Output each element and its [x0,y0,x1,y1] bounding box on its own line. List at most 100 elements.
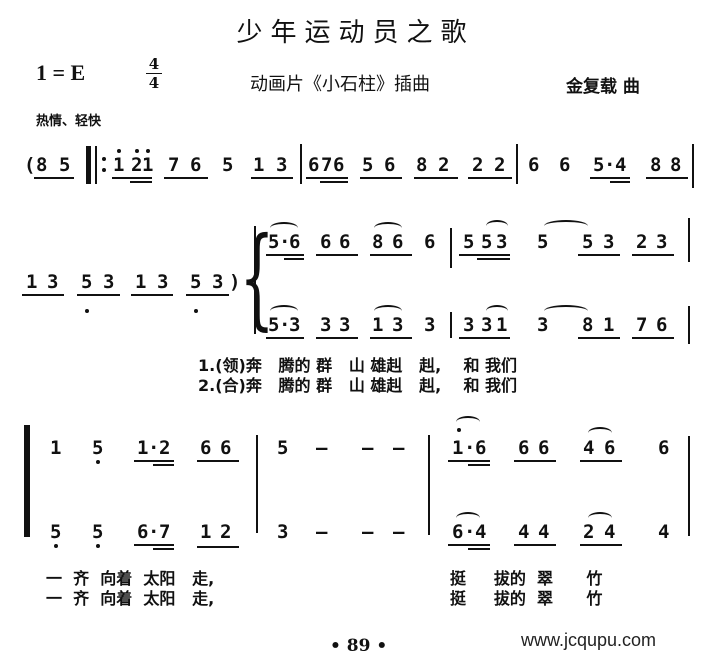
note: 5 [362,154,374,176]
repeat-start-barline [86,146,91,184]
note: 1 [253,154,265,176]
note: 6 [559,154,571,176]
note: 3 [656,231,668,253]
close-paren: ) [229,271,241,293]
note: 8 [650,154,662,176]
note-dot: · [464,437,476,459]
note: 4 [475,521,487,543]
key-signature: 1 = E [36,60,86,85]
note: 4 [583,437,595,459]
composer: 金复载 曲 [566,77,640,97]
note: 5 [92,521,104,543]
note: 5 [59,154,71,176]
note: 8 [582,314,594,336]
note: 7 [168,154,180,176]
note: 6 [604,437,616,459]
note: 6 [538,437,550,459]
note: 6 [424,231,436,253]
dash: — [316,521,328,543]
note: 5 [92,437,104,459]
note: 8 [670,154,682,176]
dash: — [316,437,328,459]
note: 3 [276,154,288,176]
note: 5 [268,231,280,253]
time-bottom: 4 [148,74,160,92]
note: 6 [308,154,320,176]
note: 4 [615,154,627,176]
note: 1 [50,437,62,459]
note: 1 [113,154,125,176]
note: 5 [50,521,62,543]
note: 3 [103,271,115,293]
note: 5 [481,231,493,253]
dash: — [362,521,374,543]
note: 1 [137,437,149,459]
note: 5 [537,231,549,253]
note: 1 [496,314,508,336]
note: 2 [494,154,506,176]
note: 5 [222,154,234,176]
note: 1 [372,314,384,336]
note: 6 [384,154,396,176]
note: 4 [604,521,616,543]
note: 2 [438,154,450,176]
note: 7 [636,314,648,336]
time-signature: 4 4 [146,56,162,91]
note: · [604,154,616,176]
song-title: 少年运动员之歌 [236,18,475,48]
note: 6 [392,231,404,253]
note: 2 [131,154,143,176]
note: 1 [452,437,464,459]
note: 8 [372,231,384,253]
dash: — [393,521,405,543]
note: 6 [289,231,301,253]
note: 3 [481,314,493,336]
note: 3 [339,314,351,336]
note: 1 [142,154,154,176]
note: 3 [47,271,59,293]
tempo-marking: 热情、轻快 [36,114,102,129]
note: 3 [496,231,508,253]
note: 2 [159,437,171,459]
note: 3 [424,314,436,336]
lyrics-verse-2: 2.(合)奔 腾的 群 山 雄赳 赳, 和 我们 [198,376,518,395]
note: 3 [463,314,475,336]
note-dot: · [464,521,476,543]
brace: { [239,213,275,341]
watermark: www.jcqupu.com [521,630,657,650]
page-number: • 89 • [330,636,388,656]
note: 5 [190,271,202,293]
note: 8 [36,154,48,176]
note: 3 [289,314,301,336]
note: 7 [159,521,171,543]
note: 5 [81,271,93,293]
note: 4 [518,521,530,543]
note: 1 [200,521,212,543]
note: 6 [320,231,332,253]
note: 8 [416,154,428,176]
lyrics-verse-1: 1.(领)奔 腾的 群 山 雄赳 赳, 和 我们 [198,356,518,375]
note: 3 [603,231,615,253]
note: 6 [200,437,212,459]
note: 6 [475,437,487,459]
note: 4 [658,521,670,543]
lyrics-verse-1-right: 挺 拔的 翠 竹 [450,569,603,588]
lyrics-verse-2-right: 挺 拔的 翠 竹 [450,589,603,608]
note: 3 [392,314,404,336]
note-dot: · [148,437,160,459]
lyrics-verse-1-left: 一 齐 向着 太阳 走, [46,569,215,588]
note-dot: · [148,521,160,543]
system-bracket [24,425,30,537]
note: 3 [157,271,169,293]
lyrics-verse-2-left: 一 齐 向着 太阳 走, [46,589,215,608]
note: 2 [583,521,595,543]
note: 1 [135,271,147,293]
note: 5 [268,314,280,336]
dash: — [362,437,374,459]
note: 5 [463,231,475,253]
note: 6 [190,154,202,176]
note: 6 [658,437,670,459]
note: 6 [528,154,540,176]
note: 3 [277,521,289,543]
note: 7 [321,154,333,176]
